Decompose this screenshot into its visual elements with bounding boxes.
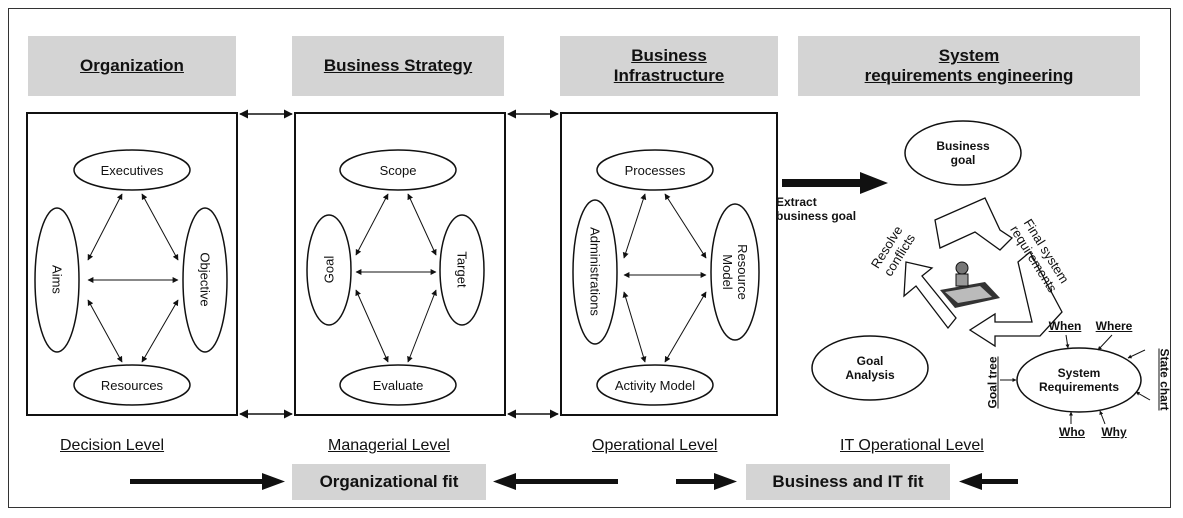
ellipse-business-goal xyxy=(904,120,1022,186)
node-resource-model: Resource Model xyxy=(720,244,750,300)
node-scope: Scope xyxy=(379,162,417,178)
ellipse-resources xyxy=(73,364,191,406)
business-it-fit-label: Business and IT fit xyxy=(746,464,950,500)
why-label: Why xyxy=(1101,425,1127,439)
extract-business-goal-label: Extract business goal xyxy=(776,195,857,223)
node-evaluate: Evaluate xyxy=(372,377,424,393)
business-goal-label: Business goal xyxy=(936,139,990,167)
node-administrations: Administrations xyxy=(587,227,603,316)
managerial-level-label: Managerial Level xyxy=(328,437,450,454)
node-resources: Resources xyxy=(100,377,164,393)
system-requirements-label: System Requirements xyxy=(1038,366,1120,394)
goal-analysis-label: Goal Analysis xyxy=(845,354,895,382)
when-label: When xyxy=(1048,319,1082,333)
extract-arrow xyxy=(782,172,888,194)
it-operational-level-label: IT Operational Level xyxy=(840,437,984,454)
operational-level-label: Operational Level xyxy=(592,437,718,454)
ellipse-aims xyxy=(34,207,80,353)
ellipse-executives xyxy=(73,149,191,191)
who-label: Who xyxy=(1059,425,1085,439)
organizational-fit-label: Organizational fit xyxy=(292,464,486,500)
node-goal: Goal xyxy=(321,255,337,284)
header-organization: Organization xyxy=(28,36,236,96)
cycle-arrows xyxy=(903,197,1063,348)
header-business-strategy: Business Strategy xyxy=(292,36,504,96)
person-at-desk-icon xyxy=(940,261,1000,308)
ellipse-goal-analysis xyxy=(811,335,929,401)
decision-level-label: Decision Level xyxy=(60,437,165,454)
header-business-infrastructure: Business Infrastructure xyxy=(560,36,778,96)
node-objective: Objective xyxy=(197,252,213,307)
header-system-requirements-engineering: System requirements engineering xyxy=(798,36,1140,96)
state-chart-label: State chart xyxy=(1157,348,1172,411)
diagram-frame xyxy=(8,8,1171,508)
node-activity-model: Activity Model xyxy=(614,377,696,393)
goal-tree-label: Goal tree xyxy=(985,356,1000,409)
where-label: Where xyxy=(1095,319,1133,333)
ellipse-system-requirements xyxy=(1016,347,1142,413)
node-aims: Aims xyxy=(49,265,65,294)
node-processes: Processes xyxy=(624,162,686,178)
ellipse-objective xyxy=(182,207,228,353)
node-executives: Executives xyxy=(100,162,164,178)
box-connectors xyxy=(239,109,559,419)
node-target: Target xyxy=(454,251,470,288)
